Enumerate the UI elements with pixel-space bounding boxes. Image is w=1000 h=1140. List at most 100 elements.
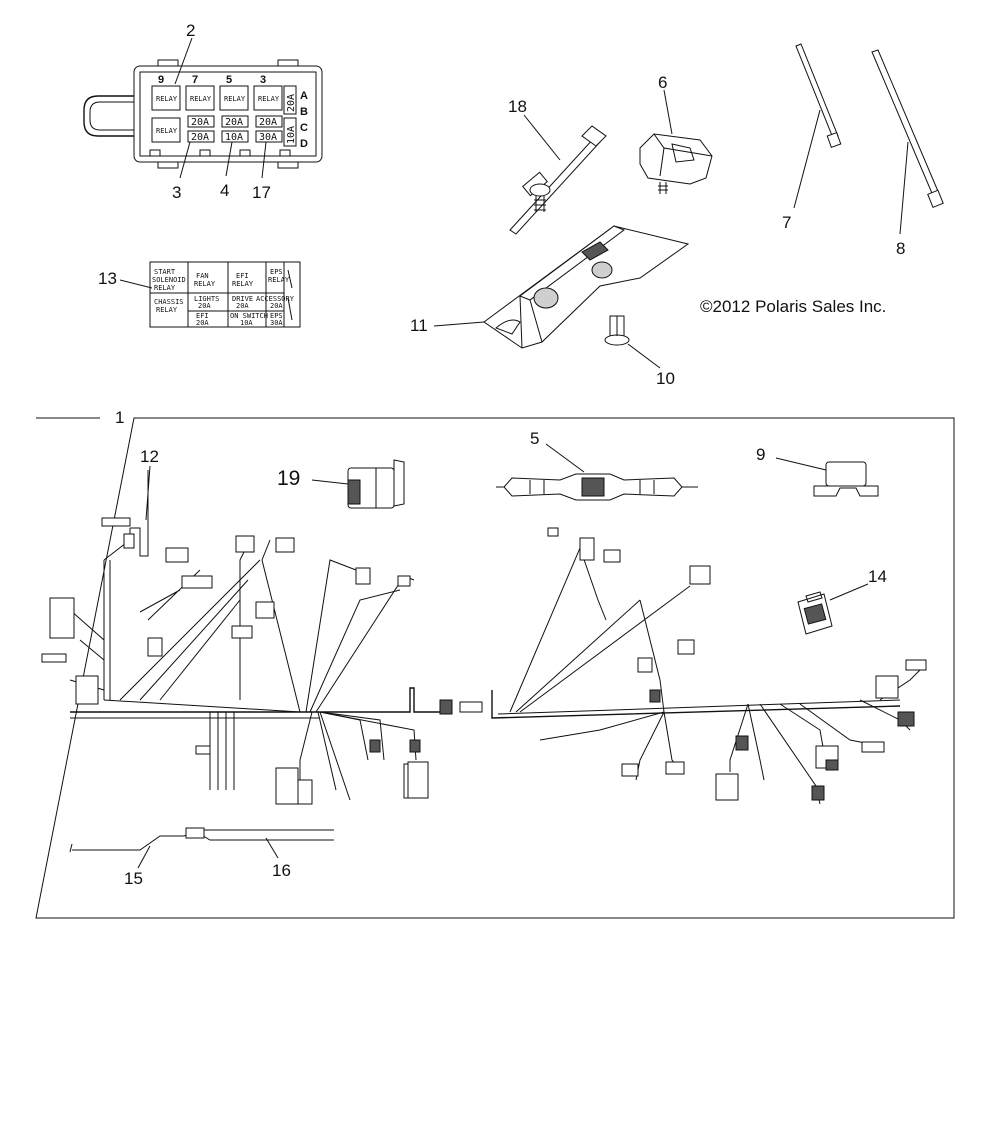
relay-label: RELAY [190,95,212,103]
svg-text:RELAY: RELAY [154,284,176,292]
fuse-box: RELAY RELAY RELAY RELAY RELAY 9 7 5 3 20… [83,59,323,169]
leader-17 [261,141,267,179]
row-letter: A [300,90,308,102]
slot-number: 7 [192,74,198,86]
callout-13: 13 [98,269,117,288]
callout-16: 16 [272,861,291,880]
callout-10: 10 [656,369,675,388]
callout-3: 3 [172,183,181,202]
callout-5: 5 [530,429,539,448]
svg-text:SOLENOID: SOLENOID [152,276,186,284]
leader-10 [627,343,661,369]
svg-text:RELAY: RELAY [156,306,178,314]
callout-15: 15 [124,869,143,888]
relay-label: RELAY [258,95,280,103]
fuse-label: 20A [225,117,243,128]
tie-8 [871,49,944,209]
connector-6 [639,133,713,194]
harness-frame [35,417,955,919]
fuse-label: 10A [225,132,243,143]
copyright-text: ©2012 Polaris Sales Inc. [700,297,886,316]
leader-6 [663,89,673,135]
inline-fuse-5 [496,473,698,501]
leader-3 [179,141,191,179]
harness-right [491,527,927,805]
leader-11 [433,321,485,327]
cable-tie-18 [509,125,607,235]
callout-18: 18 [508,97,527,116]
svg-text:CHASSIS: CHASSIS [154,298,184,306]
leader-7 [793,109,821,209]
svg-text:DRIVE: DRIVE [232,295,253,303]
fuse-14 [797,591,833,635]
leader-13 [119,279,153,289]
bracket-11 [483,225,690,349]
leader-4 [225,141,233,177]
svg-text:EPS: EPS [270,312,283,320]
callout-8: 8 [896,239,905,258]
leader-15 [137,845,151,869]
callout-6: 6 [658,73,667,92]
callout-19: 19 [277,467,300,490]
leader-2 [174,37,193,85]
callout-17: 17 [252,183,271,202]
svg-text:EFI: EFI [236,272,249,280]
leader-5 [545,443,585,473]
svg-text:30A: 30A [270,319,283,327]
callout-2: 2 [186,21,195,40]
svg-text:20A: 20A [198,302,211,310]
svg-text:ACCESSORY: ACCESSORY [256,295,295,303]
callout-7: 7 [782,213,791,232]
relay-label: RELAY [156,95,178,103]
svg-text:RELAY: RELAY [268,276,290,284]
leader-8 [899,141,909,235]
leader-16 [265,837,279,859]
relay-label: RELAY [156,127,178,135]
fuse-label: 30A [259,132,277,143]
fuse-label: 20A [259,117,277,128]
svg-text:20A: 20A [270,302,283,310]
relay-label: RELAY [224,95,246,103]
svg-text:RELAY: RELAY [232,280,254,288]
side-fuse-label: 10A [286,126,297,144]
fuse-decal: START SOLENOID RELAY FAN RELAY EFI RELAY… [149,261,301,328]
fuse-label: 20A [191,132,209,143]
row-letter: B [300,106,308,118]
callout-11: 11 [410,316,428,335]
harness-left [41,470,483,805]
callout-14: 14 [868,567,887,586]
connector-19 [347,459,405,509]
callout-9: 9 [756,445,765,464]
leader-18 [523,114,561,161]
leader-9 [775,457,827,471]
callout-4: 4 [220,181,229,200]
svg-text:20A: 20A [236,302,249,310]
part-9 [813,461,879,497]
rivet-10 [604,315,630,346]
svg-text:START: START [154,268,176,276]
callout-1: 1 [115,408,124,427]
fuse-label: 20A [191,117,209,128]
svg-text:LIGHTS: LIGHTS [194,295,219,303]
svg-text:10A: 10A [240,319,253,327]
leader-19 [311,479,349,485]
side-fuse-label: 20A [286,94,297,112]
svg-text:EPS: EPS [270,268,283,276]
slot-number: 9 [158,74,164,86]
svg-text:FAN: FAN [196,272,209,280]
svg-text:ON SWITCH: ON SWITCH [230,312,268,320]
row-letter: D [300,138,308,150]
slot-number: 3 [260,74,266,86]
wire-15-16 [69,827,334,853]
callout-12: 12 [140,447,159,466]
svg-text:RELAY: RELAY [194,280,216,288]
svg-text:EFI: EFI [196,312,209,320]
row-letter: C [300,122,308,134]
tie-7 [795,43,842,148]
leader-14 [829,583,869,601]
slot-number: 5 [226,74,232,86]
svg-text:20A: 20A [196,319,209,327]
leader-12 [145,465,151,521]
